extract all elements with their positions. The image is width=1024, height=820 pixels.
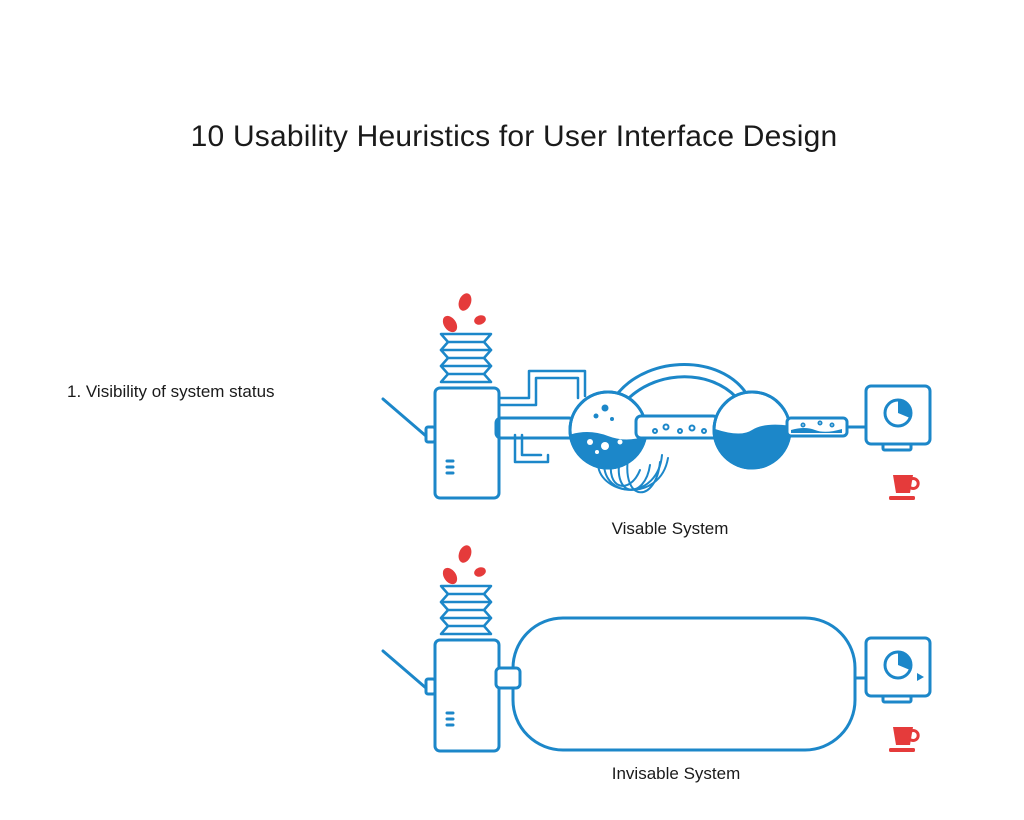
menu-icon xyxy=(445,459,455,475)
output-tube xyxy=(785,416,849,438)
coffee-cup-icon xyxy=(889,475,920,500)
middle-tube xyxy=(634,414,720,440)
coffee-cup-icon xyxy=(889,727,920,752)
bean-hopper xyxy=(439,332,493,384)
visible-system-caption: Visable System xyxy=(611,519,729,538)
timer-icon xyxy=(864,636,932,704)
coffee-beans-icon xyxy=(442,293,486,333)
black-box-tank xyxy=(511,616,857,752)
lever xyxy=(381,397,428,438)
tubes xyxy=(596,454,669,494)
timer-icon xyxy=(864,384,932,452)
page-title: 10 Usability Heuristics for User Interfa… xyxy=(190,120,838,153)
heuristic-label: 1. Visibility of system status xyxy=(67,382,275,401)
left-flask-water xyxy=(571,432,645,467)
bean-hopper xyxy=(439,584,493,636)
lever xyxy=(381,649,428,690)
grinder-box xyxy=(433,638,501,753)
visible-system-diagram xyxy=(381,293,932,500)
menu-icon xyxy=(445,711,455,727)
grinder-box xyxy=(433,386,501,500)
invisible-system-diagram xyxy=(381,545,932,753)
coffee-beans-icon xyxy=(442,545,486,585)
invisible-system-caption: Invisable System xyxy=(611,764,741,783)
